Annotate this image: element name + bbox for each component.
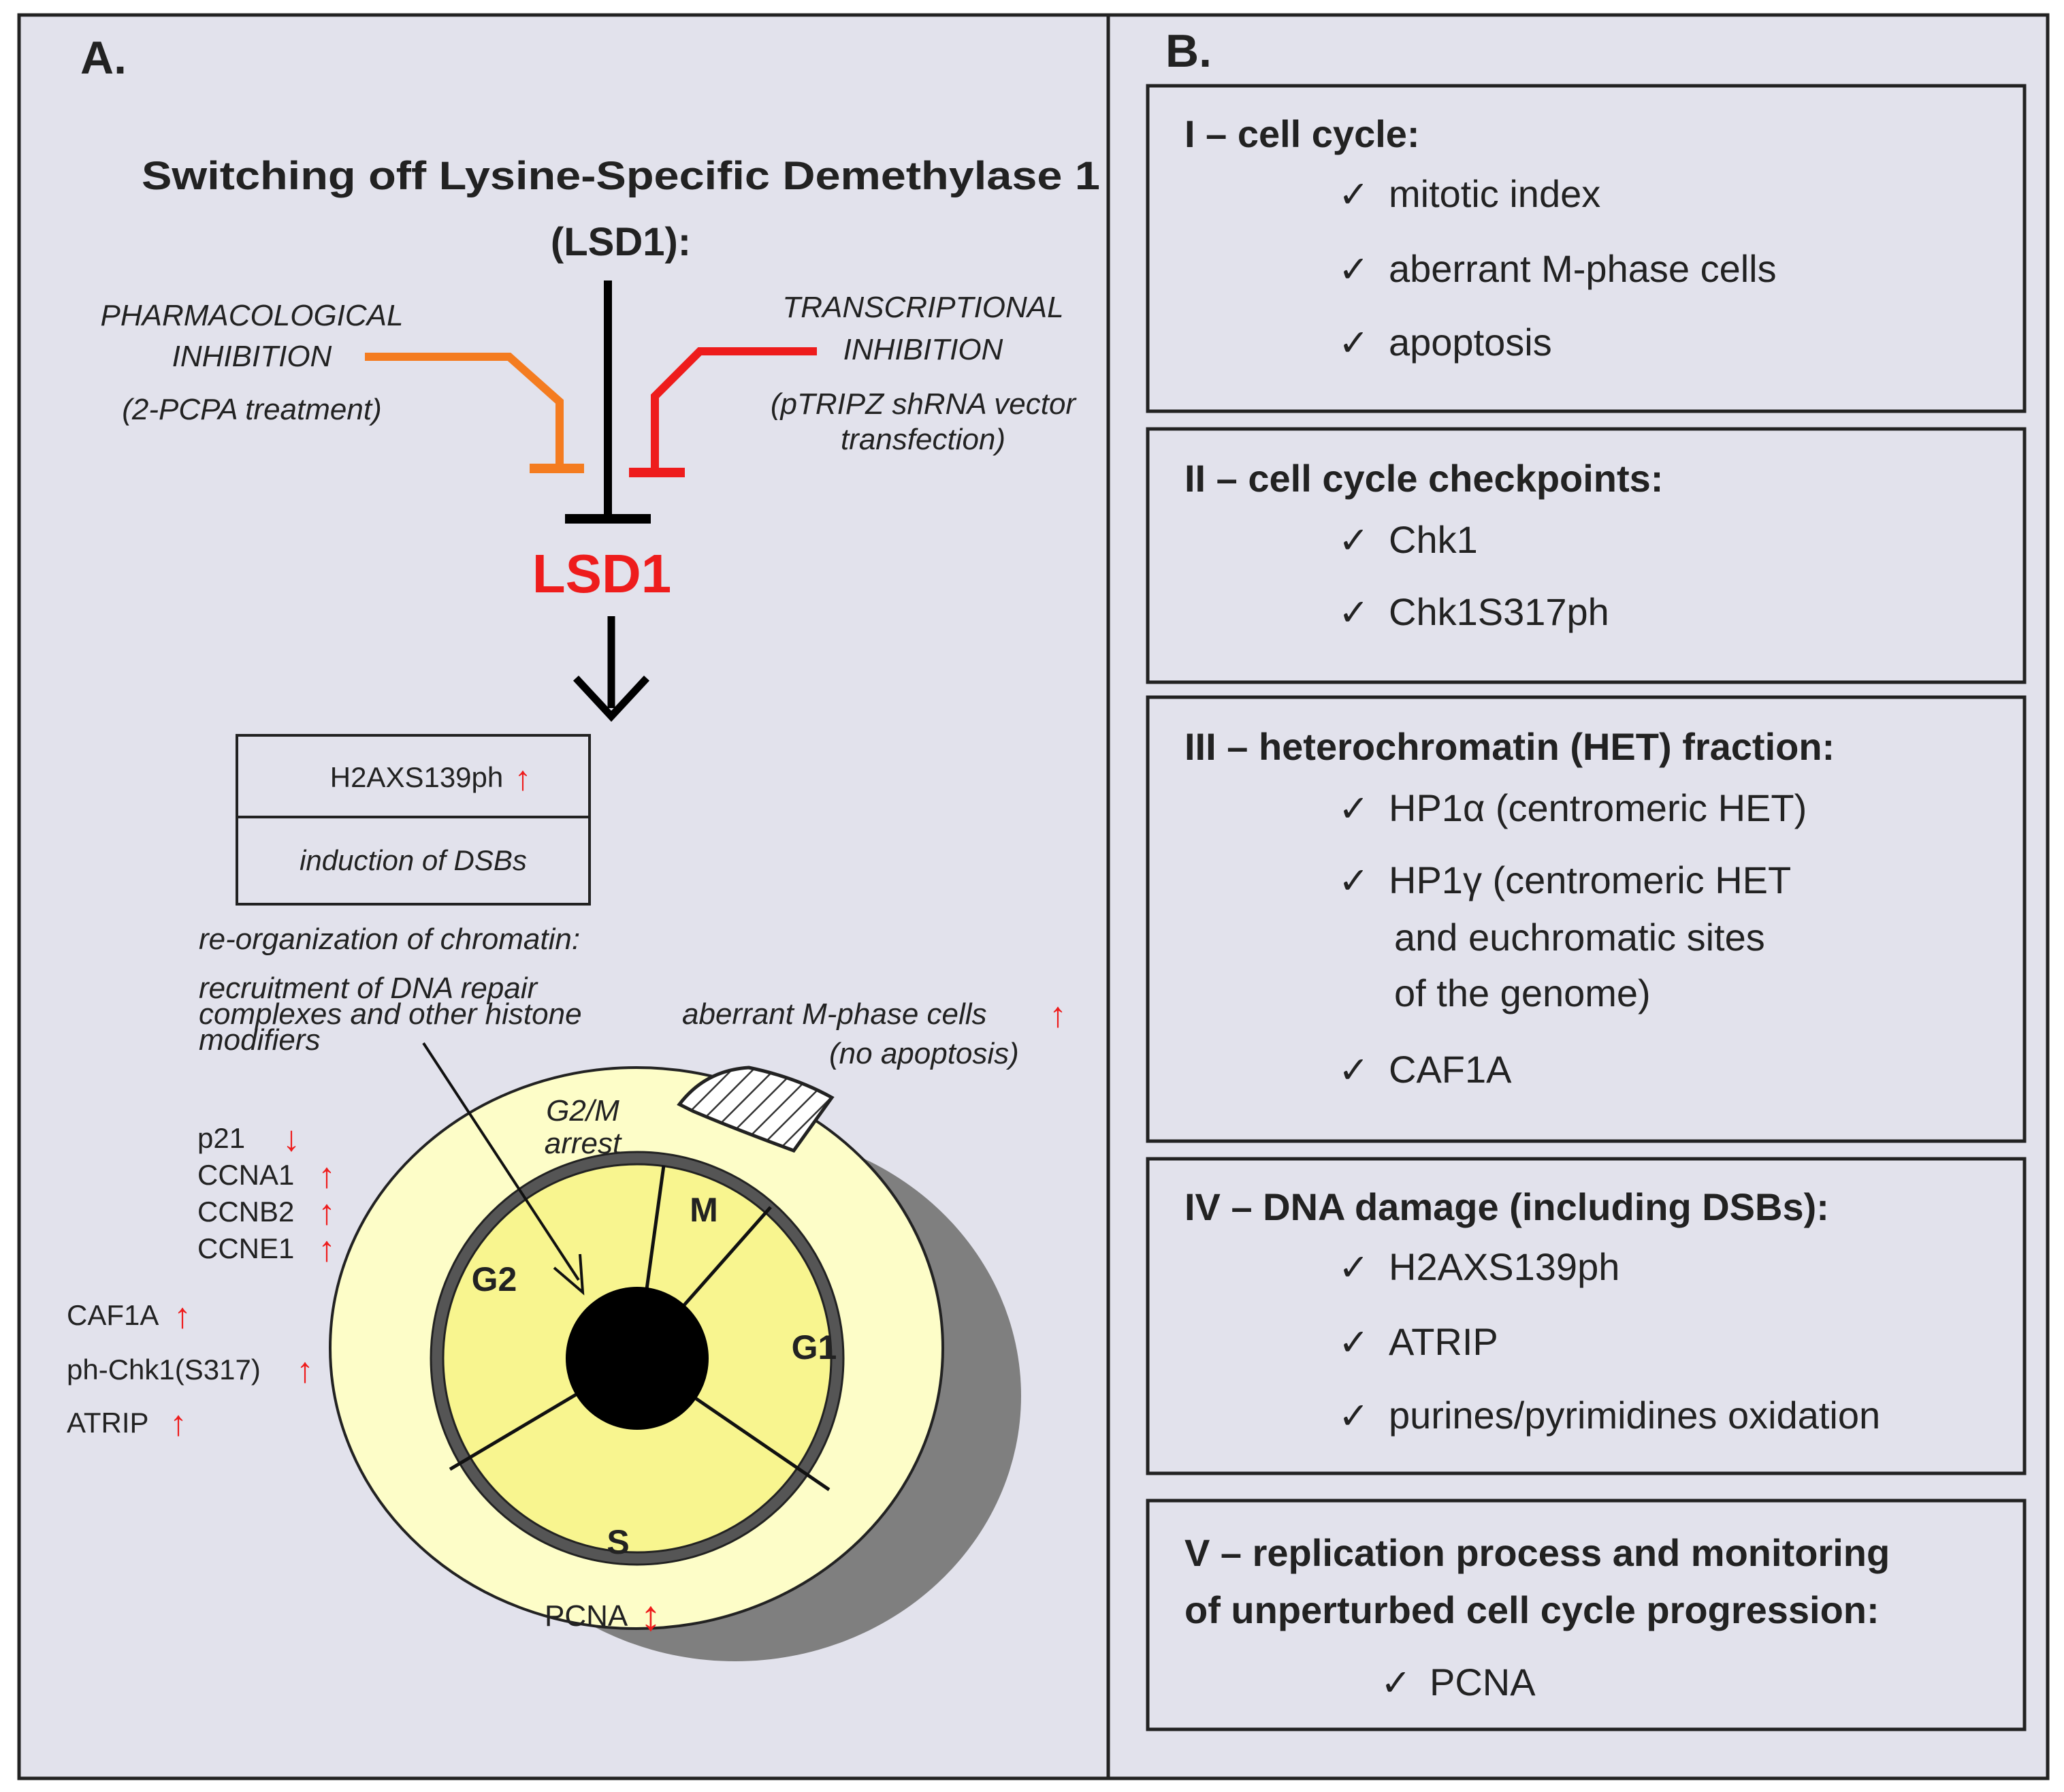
section-item: Chk1S317ph: [1389, 590, 1609, 633]
aberrant-label: aberrant M-phase cells: [682, 997, 987, 1031]
chromatin-arrow: [422, 1042, 580, 1281]
marker-list: p21↓CCNA1↑CCNB2↑CCNE1↑CAF1A↑ph-Chk1(S317…: [67, 1119, 336, 1443]
section-title: V – replication process and monitoring: [1184, 1531, 1890, 1574]
section-item: ATRIP: [1389, 1320, 1498, 1363]
marker-label: p21: [197, 1122, 245, 1154]
phase-s: S: [607, 1523, 629, 1561]
chromatin-arrowhead: [553, 1253, 585, 1296]
reorg-detail-2: complexes and other histone: [199, 997, 582, 1031]
section-item: purines/pyrimidines oxidation: [1389, 1394, 1880, 1437]
panel-a-label: A.: [80, 32, 127, 84]
pharmacological-label: PHARMACOLOGICAL: [101, 299, 404, 332]
marker-label: ph-Chk1(S317): [67, 1354, 261, 1386]
section-title: III – heterochromatin (HET) fraction:: [1184, 725, 1835, 768]
section-box: [1146, 427, 2027, 684]
section-title: I – cell cycle:: [1184, 112, 1420, 155]
section-title-line2: of unperturbed cell cycle progression:: [1184, 1588, 1880, 1631]
check-icon: ✓: [1338, 249, 1369, 290]
pharmacological-label-2: INHIBITION: [172, 340, 332, 373]
section-title: II – cell cycle checkpoints:: [1184, 457, 1663, 500]
check-icon: ✓: [1381, 1663, 1411, 1703]
h2ax-label: H2AXS139ph: [330, 761, 504, 793]
reorg-detail-1: recruitment of DNA repair: [199, 972, 539, 1005]
section-box: [1146, 1499, 2027, 1731]
transcriptional-label: TRANSCRIPTIONAL: [782, 291, 1063, 324]
criteria-sections: I – cell cycle: ✓ mitotic index ✓ aberrant M…: [1146, 84, 2027, 1731]
marker-label: CAF1A: [67, 1299, 159, 1331]
check-icon: ✓: [1338, 592, 1369, 633]
section-item: HP1γ (centromeric HET: [1389, 859, 1791, 901]
effect-box: [236, 734, 591, 906]
panel-a-title: Switching off Lysine-Specific Demethylas…: [142, 154, 1100, 198]
section-box: [1146, 695, 2027, 1143]
section-item: of the genome): [1394, 972, 1651, 1014]
arrest-label: G2/M: [546, 1094, 619, 1127]
panel-a-title-line2: (LSD1):: [551, 220, 691, 264]
pharmacological-inhibition-line: [365, 353, 564, 468]
pcna-label: PCNA: [545, 1599, 628, 1633]
down-arrow-icon: ↓: [283, 1119, 300, 1159]
up-arrow-icon: ↑: [174, 1296, 191, 1336]
check-icon: ✓: [1338, 1322, 1369, 1363]
check-icon: ✓: [1338, 861, 1369, 901]
phase-m: M: [690, 1191, 718, 1229]
nucleus: [566, 1287, 709, 1430]
section-box: [1146, 84, 2027, 413]
transcriptional-inhibition-line: [651, 347, 817, 473]
up-arrow-icon: ↑: [1049, 995, 1067, 1035]
marker-label: ATRIP: [67, 1407, 149, 1439]
dsb-label: induction of DSBs: [300, 844, 527, 876]
up-arrow-icon: ↑: [170, 1404, 187, 1443]
section-item: HP1α (centromeric HET): [1389, 786, 1807, 829]
up-arrow-icon: ↑: [318, 1156, 336, 1196]
transcriptional-label-2: INHIBITION: [843, 333, 1003, 366]
section-item: Chk1: [1389, 518, 1478, 561]
section-item: apoptosis: [1389, 321, 1552, 364]
section-item: PCNA: [1430, 1661, 1536, 1703]
check-icon: ✓: [1338, 788, 1369, 829]
reorg-label: re-organization of chromatin:: [199, 923, 580, 956]
check-icon: ✓: [1338, 323, 1369, 364]
downstream-arrowhead: [573, 675, 650, 722]
transcriptional-method-2: transfection): [841, 423, 1005, 456]
section-item: and euchromatic sites: [1394, 916, 1765, 959]
section-box: [1146, 1157, 2027, 1475]
up-arrow-icon: ↑: [318, 1193, 336, 1232]
up-arrow-icon: ↑: [515, 759, 532, 797]
check-icon: ✓: [1338, 1396, 1369, 1437]
section-title: IV – DNA damage (including DSBs):: [1184, 1185, 1829, 1228]
phase-g2: G2: [472, 1260, 517, 1298]
panel-b: [1106, 13, 2050, 1780]
up-down-arrow-icon: ↕: [641, 1593, 662, 1639]
phase-g1: G1: [792, 1328, 837, 1366]
marker-label: CCNE1: [197, 1232, 294, 1264]
transcriptional-method: (pTRIPZ shRNA vector: [771, 387, 1078, 421]
check-icon: ✓: [1338, 1247, 1369, 1288]
section-item: CAF1A: [1389, 1048, 1512, 1091]
no-apoptosis-label: (no apoptosis): [829, 1037, 1019, 1070]
aberrant-cell-icon: [677, 1066, 835, 1153]
pharmacological-treatment: (2-PCPA treatment): [122, 393, 381, 426]
lsd1-target: LSD1: [532, 543, 672, 604]
marker-label: CCNA1: [197, 1159, 294, 1191]
check-icon: ✓: [1338, 174, 1369, 215]
up-arrow-icon: ↑: [296, 1351, 314, 1390]
section-item: H2AXS139ph: [1389, 1245, 1619, 1288]
check-icon: ✓: [1338, 520, 1369, 561]
marker-label: CCNB2: [197, 1196, 294, 1228]
arrest-label-2: arrest: [545, 1127, 622, 1160]
section-item: mitotic index: [1389, 172, 1600, 215]
section-item: aberrant M-phase cells: [1389, 247, 1777, 290]
check-icon: ✓: [1338, 1050, 1369, 1091]
reorg-detail-3: modifiers: [199, 1023, 321, 1057]
up-arrow-icon: ↑: [318, 1230, 336, 1269]
panel-b-label: B.: [1165, 25, 1212, 77]
